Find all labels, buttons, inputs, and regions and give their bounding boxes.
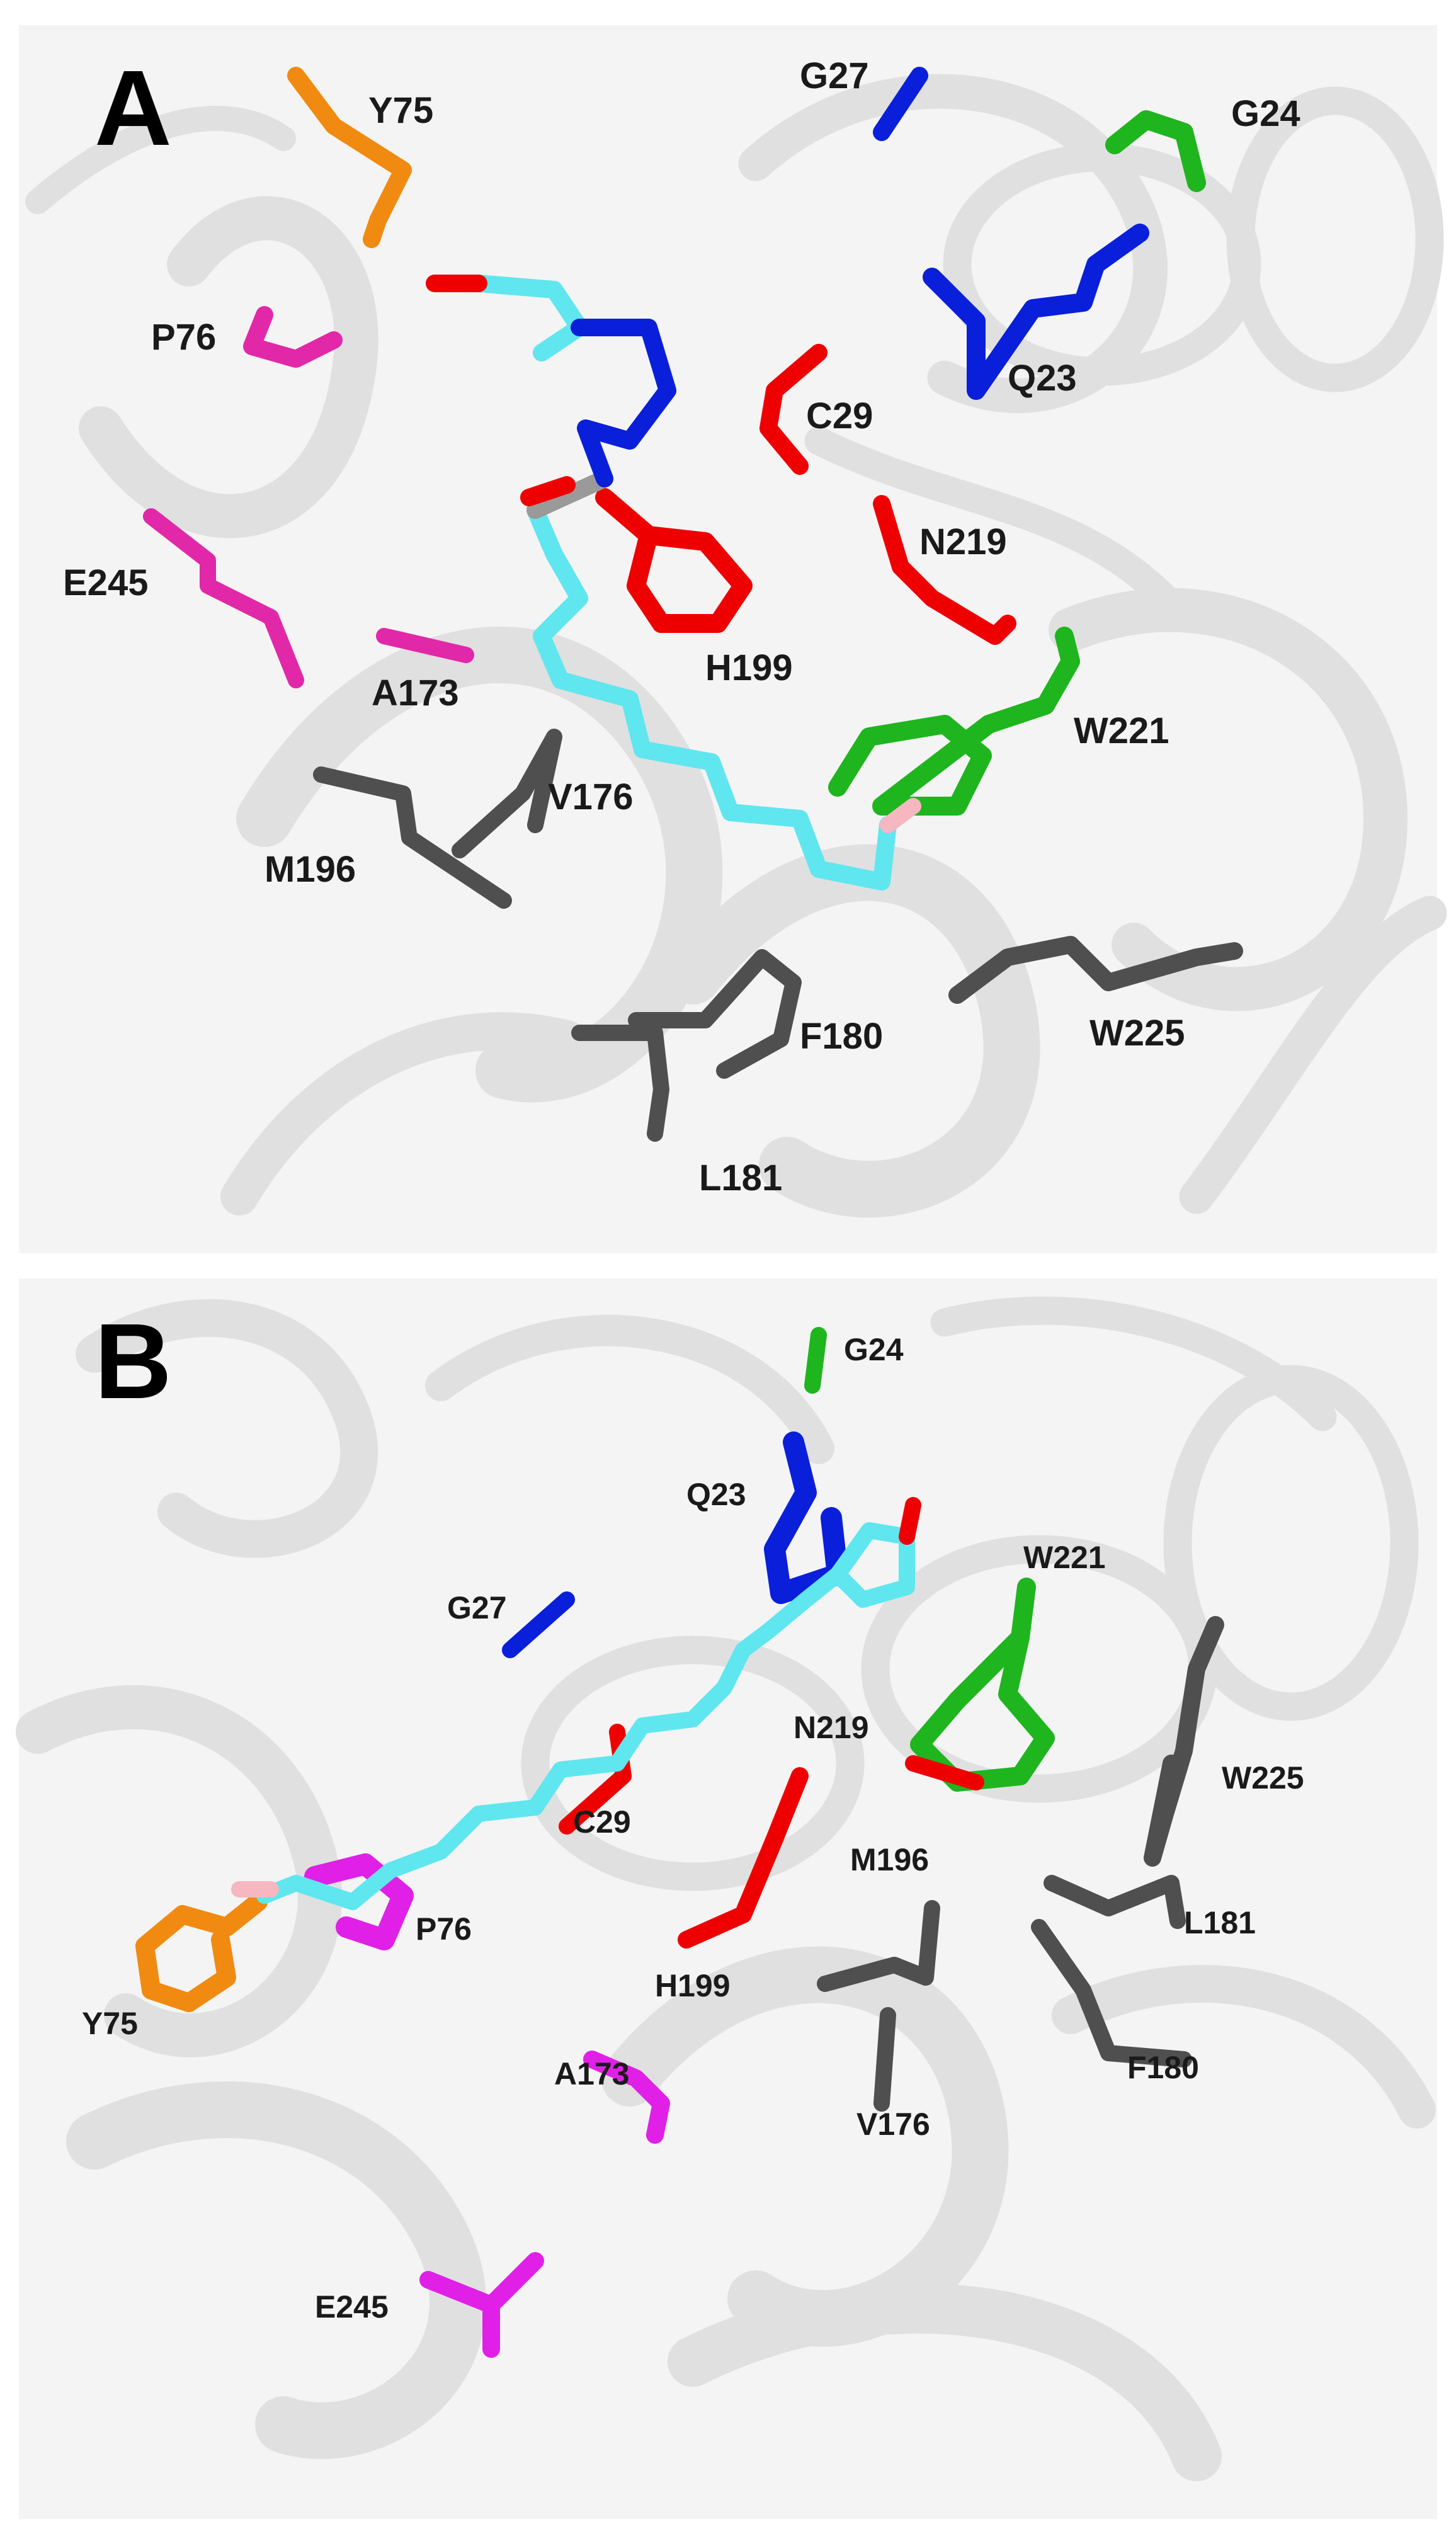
- label-b-l181: L181: [1184, 1905, 1256, 1940]
- q23-stick: [923, 224, 1149, 400]
- label-a-g24: G24: [1231, 93, 1300, 134]
- b-w221-o: [905, 1755, 984, 1790]
- panel-a-residue-sticks: [143, 67, 1243, 1142]
- b-w225-stick: [1144, 1616, 1224, 1867]
- b-v176-stick: [873, 2007, 896, 2112]
- label-b-e245: E245: [315, 2289, 389, 2325]
- e245-stick: [143, 508, 304, 688]
- label-a-p76: P76: [151, 317, 216, 358]
- p76-stick: [243, 306, 343, 368]
- label-a-f180: F180: [800, 1016, 883, 1057]
- label-a-w221: W221: [1074, 710, 1169, 751]
- label-b-a173: A173: [554, 2056, 630, 2091]
- ligand-a-tail: [880, 798, 921, 833]
- label-b-w225: W225: [1222, 1760, 1304, 1795]
- label-b-q23: Q23: [686, 1477, 746, 1512]
- label-b-p76: P76: [416, 1911, 472, 1947]
- panel-b-protein-ribbons: [16, 1296, 1436, 2481]
- b-g24-stick: [804, 1327, 827, 1394]
- panel-b-labels: B G24 Q23 W221 G27 N219 W225 C29 M196 L1…: [82, 1302, 1304, 2325]
- l181-stick: [571, 1025, 669, 1142]
- label-a-m196: M196: [264, 849, 356, 890]
- ligand-a-ring-c: [470, 275, 588, 361]
- label-b-y75: Y75: [82, 2006, 138, 2041]
- panel-b-label: B: [94, 1302, 172, 1421]
- a173-stick: [376, 628, 474, 663]
- label-a-v176: V176: [548, 777, 633, 817]
- label-a-c29: C29: [806, 395, 873, 436]
- panel-a-labels: A Y75 P76 E245 A173 M196 V176 F180 L181 …: [63, 48, 1300, 1198]
- label-b-n219: N219: [793, 1710, 869, 1745]
- g27-stick: [873, 67, 928, 141]
- ligand-b-chain: [256, 1623, 776, 1910]
- b-m196-stick: [817, 1900, 940, 1992]
- n219-stick: [873, 495, 1016, 645]
- v176-stick: [452, 729, 562, 858]
- b-a173-stick: [583, 2051, 670, 2144]
- y75-stick: [287, 67, 412, 248]
- panel-a-ligand: [426, 275, 921, 891]
- b-g27-stick: [502, 1591, 575, 1658]
- g24-stick: [1105, 110, 1206, 192]
- panel-b-ligand: [231, 1497, 921, 1910]
- b-l181-stick: [1044, 1875, 1186, 1929]
- ligand-b-headgroup: [760, 1522, 915, 1639]
- label-a-l181: L181: [699, 1158, 782, 1198]
- w225-stick: [948, 936, 1243, 1004]
- c29-stick: [759, 344, 828, 475]
- m196-stick: [313, 766, 512, 909]
- label-b-g27: G27: [447, 1590, 507, 1625]
- b-p76-stick: [304, 1853, 414, 1950]
- label-a-a173: A173: [372, 673, 459, 714]
- ligand-a-amide: [526, 470, 613, 519]
- label-a-g27: G27: [800, 55, 869, 96]
- label-a-w225: W225: [1089, 1013, 1185, 1054]
- b-e245-stick: [419, 2252, 544, 2358]
- ligand-a-ring-n: [571, 319, 676, 487]
- panel-a: A Y75 P76 E245 A173 M196 V176 F180 L181 …: [19, 25, 1447, 1253]
- label-a-y75: Y75: [368, 90, 433, 131]
- ligand-a-chain: [526, 501, 897, 891]
- label-a-h199: H199: [705, 647, 793, 688]
- label-b-f180: F180: [1127, 2050, 1199, 2085]
- label-b-c29: C29: [573, 1804, 631, 1840]
- panel-b: B G24 Q23 W221 G27 N219 W225 C29 M196 L1…: [16, 1278, 1437, 2519]
- ligand-b-oxygen: [899, 1497, 921, 1545]
- f180-stick: [628, 949, 802, 1079]
- label-b-m196: M196: [850, 1842, 929, 1877]
- b-y75-stick: [135, 1892, 268, 2012]
- label-b-w221: W221: [1023, 1540, 1106, 1575]
- panel-b-residue-sticks: [135, 1327, 1224, 2358]
- ligand-a-carbonyl: [520, 476, 576, 506]
- h199-stick: [595, 488, 753, 633]
- label-a-q23: Q23: [1008, 358, 1077, 399]
- label-b-g24: G24: [844, 1332, 904, 1367]
- label-b-v176: V176: [856, 2107, 930, 2142]
- panel-a-label: A: [94, 48, 172, 168]
- label-b-h199: H199: [655, 1968, 731, 2003]
- label-a-e245: E245: [63, 562, 148, 603]
- b-f180-stick: [1031, 1919, 1192, 2068]
- label-a-n219: N219: [919, 521, 1007, 562]
- b-n219-stick: [678, 1767, 809, 1949]
